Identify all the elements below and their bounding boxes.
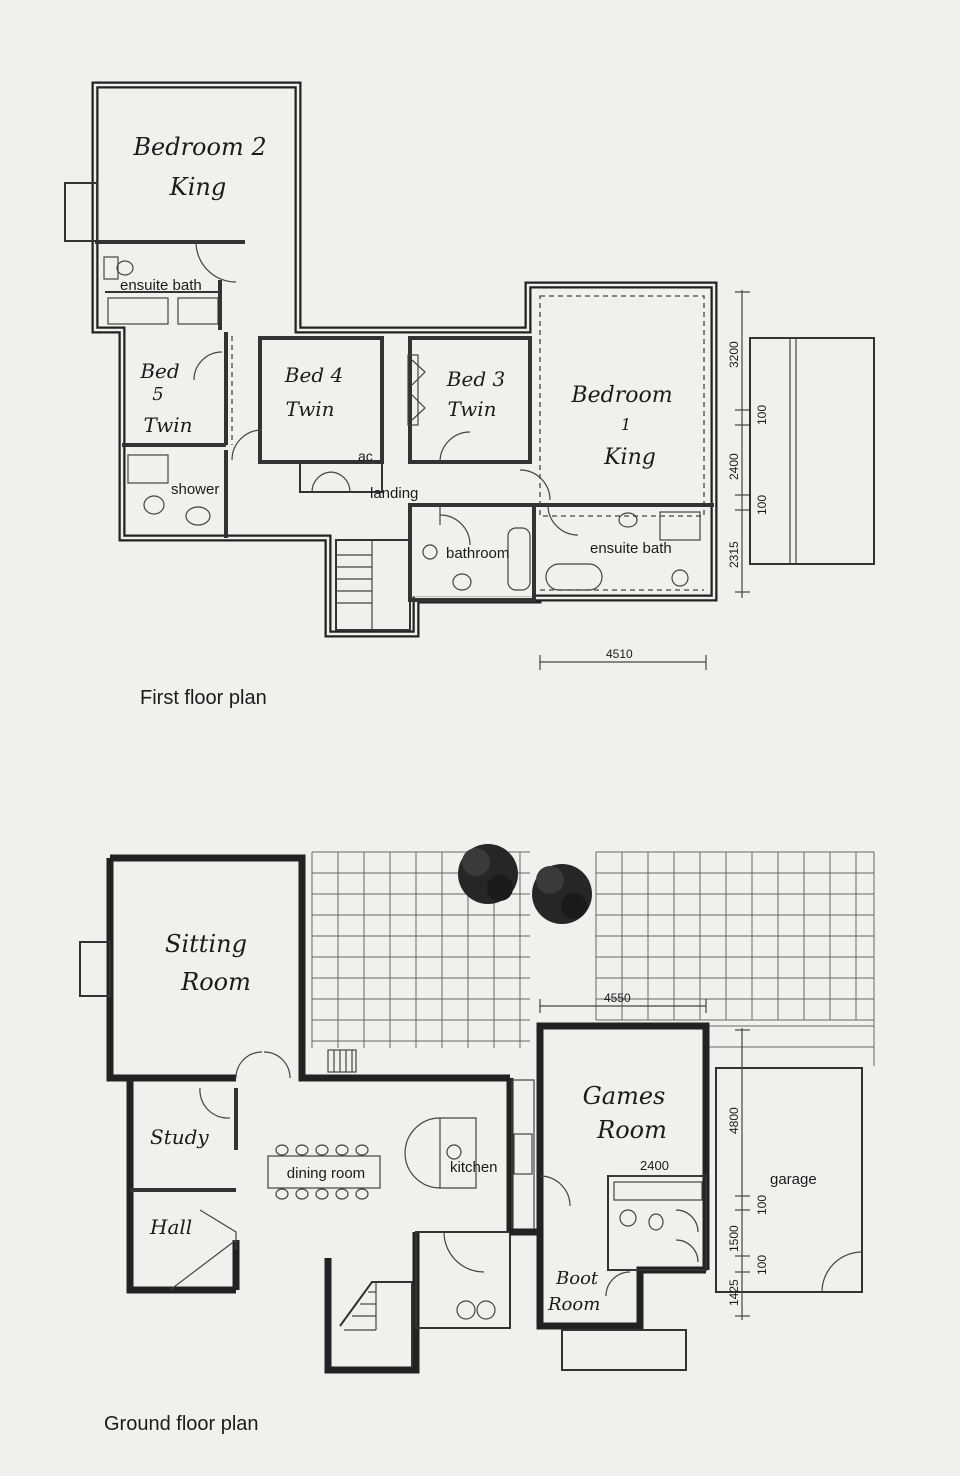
dining-table	[267, 1155, 381, 1189]
games-room-line2: Room	[596, 1116, 667, 1144]
dim-4510: 4510	[606, 647, 633, 661]
sitting-room-line1: Sitting	[165, 930, 247, 958]
garage-label: garage	[770, 1171, 817, 1188]
bathroom-label: bathroom	[446, 545, 509, 562]
sitting-room-wall	[106, 854, 306, 1082]
dim-100-a: 100	[755, 405, 769, 425]
bed3-name: Bed 3	[446, 367, 505, 391]
dim-4550: 4550	[604, 991, 631, 1005]
dim-100-b: 100	[755, 495, 769, 515]
ac-label: ac	[358, 448, 373, 464]
bedroom2-balcony	[64, 182, 98, 242]
dim-2400: 2400	[727, 453, 741, 480]
bedroom2-name: Bedroom 2	[132, 133, 266, 161]
study-label: Study	[150, 1125, 209, 1149]
ground-floor-outer-wall	[126, 1070, 514, 1374]
first-floor-caption: First floor plan	[140, 687, 267, 709]
ensuite-bath-1-label: ensuite bath	[120, 277, 202, 294]
stairs	[339, 1281, 413, 1368]
ground-floor-caption: Ground floor plan	[104, 1413, 259, 1435]
dim-4800: 4800	[727, 1107, 741, 1134]
bedroom2-bed: King	[169, 173, 226, 201]
dim-3200: 3200	[727, 341, 741, 368]
dim-2400-ground: 2400	[640, 1158, 669, 1173]
bed5-line3: Twin	[143, 413, 192, 437]
boot-room-line2: Room	[547, 1294, 600, 1315]
door-arc	[195, 241, 237, 283]
bed4-bed: Twin	[285, 397, 334, 421]
boot-room-line1: Boot	[555, 1268, 599, 1289]
shower-label: shower	[171, 481, 219, 498]
sitting-room-line2: Room	[180, 968, 251, 996]
bed5-line2: 5	[152, 384, 163, 405]
first-floor-dimensions	[539, 290, 750, 670]
games-room-line1: Games	[583, 1082, 666, 1110]
dim-1425: 1425	[727, 1279, 741, 1306]
first-floor-plan	[64, 81, 875, 670]
bedroom1-line1: Bedroom	[570, 383, 672, 408]
dining-room-label: dining room	[287, 1165, 365, 1182]
ground-floor-plan	[79, 844, 875, 1374]
bed3-bed: Twin	[447, 397, 496, 421]
bathtub-icon	[107, 297, 169, 325]
dim-100-d: 100	[755, 1255, 769, 1275]
bathtub-icon	[545, 563, 603, 591]
hall-label: Hall	[149, 1215, 192, 1239]
kitchen-label: kitchen	[450, 1159, 498, 1176]
toilet-icon	[103, 256, 119, 280]
garage-outline	[715, 1067, 863, 1293]
adjacent-building	[749, 337, 875, 565]
ensuite-bath-2-label: ensuite bath	[590, 540, 672, 557]
ground-floor-dimensions	[539, 999, 750, 1320]
landing-label: landing	[370, 485, 418, 502]
bedroom1-line3: King	[603, 445, 656, 470]
bed5-line1: Bed	[139, 359, 179, 383]
bed4-name: Bed 4	[284, 363, 343, 387]
patio-paving	[311, 851, 875, 1066]
radiator-icon	[327, 1049, 357, 1073]
kitchen-island	[439, 1117, 477, 1189]
dim-2315: 2315	[727, 541, 741, 568]
bedroom1-line2: 1	[621, 415, 631, 434]
bathtub-icon	[507, 527, 531, 591]
stairs	[335, 539, 411, 631]
dim-1500: 1500	[727, 1225, 741, 1252]
dim-100-c: 100	[755, 1195, 769, 1215]
shower-icon	[127, 454, 169, 484]
